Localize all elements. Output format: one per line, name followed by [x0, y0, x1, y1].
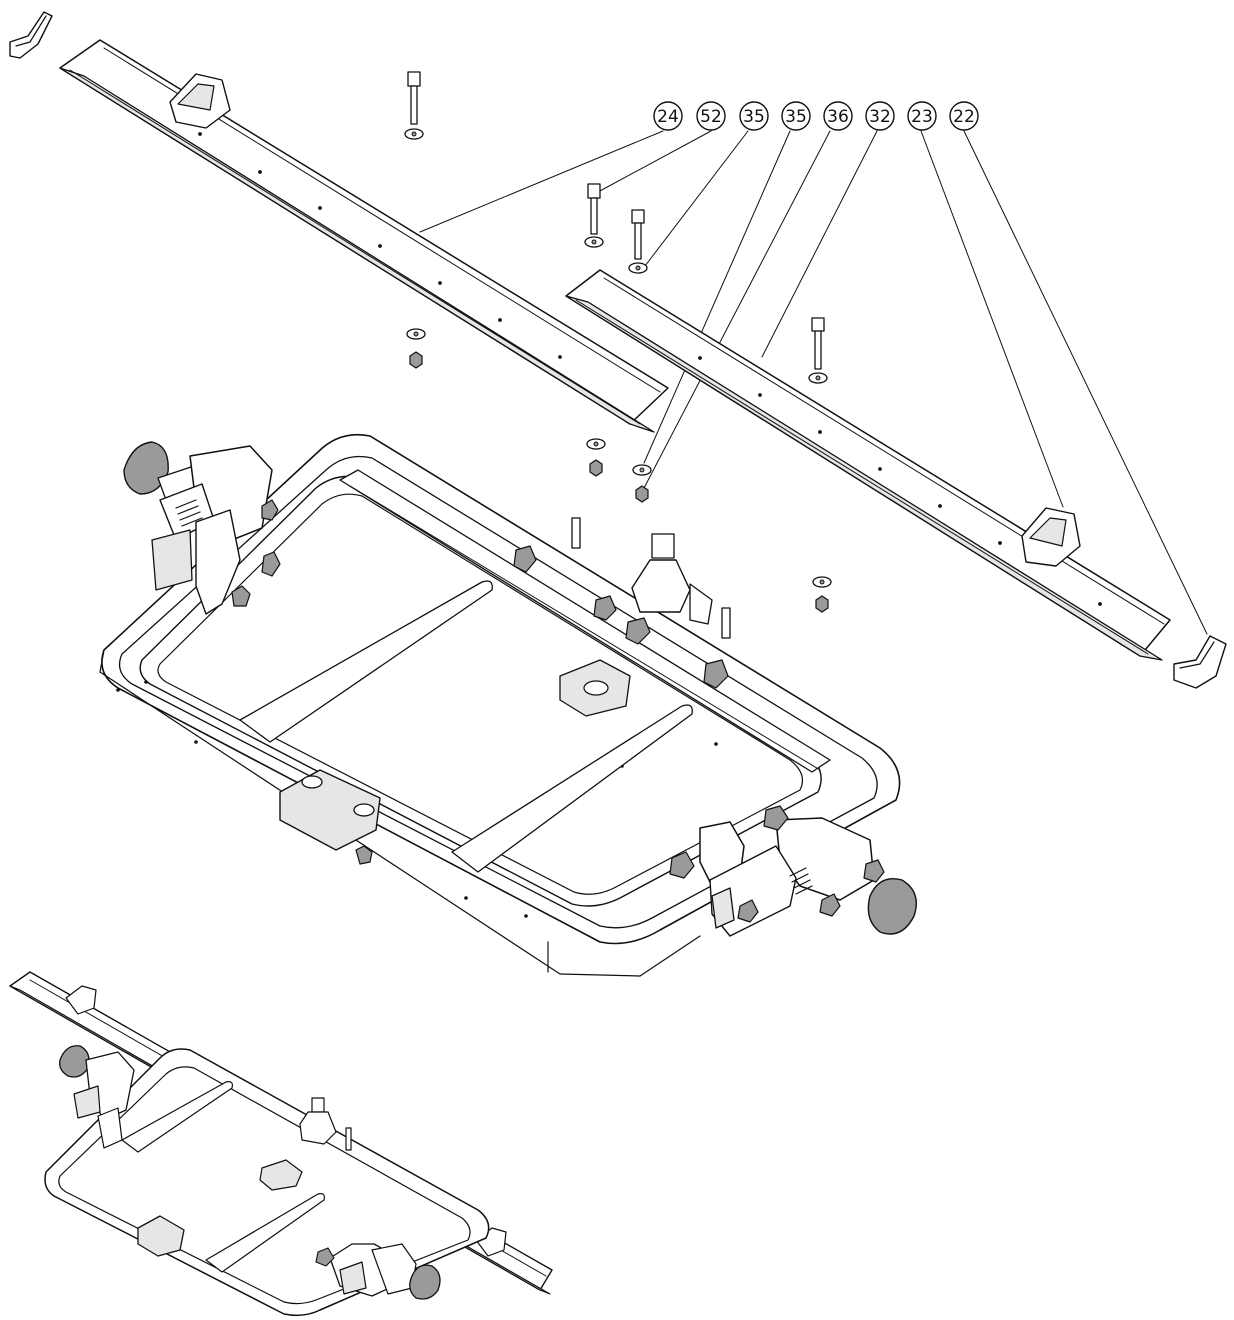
rail-right — [565, 269, 1171, 661]
washer-nut — [632, 464, 652, 503]
callout-23: 23 — [907, 101, 937, 131]
leader-35b — [643, 130, 791, 464]
clamp-left — [123, 441, 281, 615]
callout-36: 36 — [823, 101, 853, 131]
end-clip-left — [9, 11, 53, 59]
callout-label: 24 — [657, 107, 679, 127]
callout-52: 52 — [696, 101, 726, 131]
main-frame — [99, 433, 901, 977]
leader-36 — [642, 130, 831, 491]
bolt — [584, 183, 604, 248]
callout-label: 22 — [953, 107, 975, 127]
callout-35-first: 35 — [739, 101, 769, 131]
clamp-right — [669, 805, 917, 937]
leader-22 — [963, 130, 1208, 635]
leader-23 — [920, 130, 1064, 508]
rail-left — [59, 39, 669, 433]
leader-35a — [644, 130, 749, 267]
callout-group: 24 52 35 35 36 32 23 22 — [419, 101, 1208, 635]
callout-label: 35 — [743, 107, 765, 127]
bolt — [808, 317, 828, 384]
callout-label: 32 — [869, 107, 891, 127]
callout-label: 35 — [785, 107, 807, 127]
end-clip-right — [1173, 635, 1227, 689]
fastener-set — [404, 71, 832, 613]
callout-32: 32 — [865, 101, 895, 131]
callout-label: 23 — [911, 107, 933, 127]
callout-label: 36 — [827, 107, 849, 127]
callout-35-second: 35 — [781, 101, 811, 131]
bolt — [628, 209, 648, 274]
callout-24: 24 — [653, 101, 683, 131]
leader-52 — [597, 130, 712, 193]
callout-22: 22 — [949, 101, 979, 131]
bolt — [404, 71, 424, 140]
leader-32 — [761, 130, 878, 358]
assembled-view — [9, 971, 553, 1317]
washer-nut — [406, 328, 426, 369]
washer-nut — [812, 576, 832, 613]
center-valve — [513, 517, 731, 717]
callout-label: 52 — [700, 107, 722, 127]
leader-24 — [419, 130, 664, 233]
washer-nut — [586, 438, 606, 477]
